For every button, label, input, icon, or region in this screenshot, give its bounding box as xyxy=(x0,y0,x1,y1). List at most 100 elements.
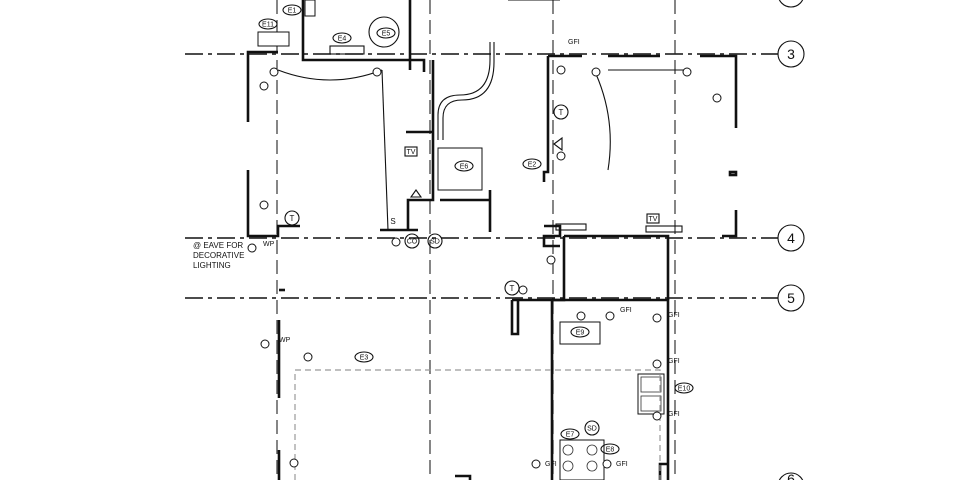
outlet-icon xyxy=(518,285,528,295)
outlet-icon xyxy=(259,81,269,91)
fridge-inner-bottom xyxy=(640,395,662,412)
grid-bubble-5-label: 5 xyxy=(787,290,795,306)
thermostat-icon xyxy=(284,210,300,226)
tv-label: TV xyxy=(407,149,416,156)
outlet-icon xyxy=(652,313,662,323)
outlet-icon xyxy=(652,359,662,369)
tag-e1 xyxy=(282,4,302,16)
walls xyxy=(246,0,738,480)
wall-west-mid xyxy=(246,170,300,238)
closet-header xyxy=(555,223,587,231)
outlet-icon xyxy=(260,339,270,349)
outlet-icon xyxy=(247,243,257,253)
wall-upper-ledge xyxy=(410,58,426,72)
grid-lines xyxy=(185,0,778,480)
gfi-label: GFI xyxy=(616,461,628,468)
fridge-inner-top xyxy=(640,376,662,393)
outlet-icon xyxy=(269,67,279,77)
wall-closet-4 xyxy=(542,224,562,248)
grid-bubble-5 xyxy=(777,284,805,312)
outlet-icon xyxy=(556,65,566,75)
door-swings xyxy=(277,0,690,231)
kitchen-sink xyxy=(559,321,601,345)
exhaust-fan-icon xyxy=(553,136,563,152)
outlet-icon xyxy=(652,411,662,421)
tag-e3-label: E3 xyxy=(360,355,369,362)
gfi-label: GFI xyxy=(668,411,680,418)
cooktop xyxy=(559,439,605,480)
tag-e7-label: E7 xyxy=(566,432,575,439)
tag-e2 xyxy=(522,158,542,170)
cabinet-top xyxy=(304,0,316,17)
wall-west-upper xyxy=(246,50,278,122)
switch-label: S xyxy=(390,217,395,226)
tag-e8 xyxy=(600,443,620,455)
outlet-icon xyxy=(289,458,299,468)
co-detector-icon xyxy=(404,233,420,249)
tv-box xyxy=(404,146,418,157)
tag-e4-label: E4 xyxy=(338,36,347,43)
outlet-icon xyxy=(682,67,692,77)
co-detector-label: CO xyxy=(407,239,418,246)
cooktop-burner-4 xyxy=(586,460,598,472)
fixture-e5-circle xyxy=(368,16,400,48)
tag-e3 xyxy=(354,351,374,363)
tv-box xyxy=(646,213,660,224)
wall-closet-room xyxy=(564,234,670,300)
grid-bubble-4-label: 4 xyxy=(787,230,795,246)
outlet-icon xyxy=(391,237,401,247)
fixture-e4-box xyxy=(329,45,365,55)
smoke-detector-icon xyxy=(427,233,443,249)
wall-east-top xyxy=(700,54,738,128)
cooktop-burner-2 xyxy=(586,444,598,456)
outlet-icon xyxy=(531,459,541,469)
thermostat-label: T xyxy=(559,108,564,117)
weatherproof-label: WP xyxy=(279,337,291,344)
outlet-icon xyxy=(556,151,566,161)
outlet-icon xyxy=(259,200,269,210)
thermostat-icon xyxy=(553,104,569,120)
door-swing-bedroom xyxy=(277,69,383,81)
tv-label: TV xyxy=(649,216,658,223)
wall-kitchen-right xyxy=(552,298,670,480)
thermostat-icon xyxy=(504,280,520,296)
grid-bubble-3-label: 3 xyxy=(787,46,795,62)
grid-bubbles: 3 4 5 6 xyxy=(777,0,805,480)
grid-bubble-6 xyxy=(778,472,804,480)
electrical-panel xyxy=(257,31,290,47)
outlet-icon xyxy=(576,311,586,321)
tag-e8-label: E8 xyxy=(606,447,615,454)
tag-e5-label: E5 xyxy=(382,31,391,38)
tag-e9 xyxy=(570,326,590,338)
weatherproof-label: WP xyxy=(263,241,275,248)
thermostat-label: T xyxy=(510,284,515,293)
wall-east-vent xyxy=(728,170,738,177)
tag-e6-label: E6 xyxy=(460,164,469,171)
tag-e10 xyxy=(674,382,694,394)
grid-bubble-6-label: 6 xyxy=(787,471,795,480)
tag-e11-label: E11 xyxy=(262,22,274,29)
wall-kitchen-left xyxy=(510,300,520,336)
outlet-icon xyxy=(602,459,612,469)
cooktop-burner-3 xyxy=(562,460,574,472)
eave-note-line-1: @ EAVE FOR xyxy=(193,241,243,250)
wall-bottom-center xyxy=(455,474,472,480)
outlet-icon xyxy=(712,93,722,103)
tag-e7 xyxy=(560,428,580,440)
grid-bubble-4 xyxy=(777,224,805,252)
smoke-detector-label: SD xyxy=(587,426,597,433)
grid-bubble-top xyxy=(778,0,804,8)
door-swing-right-room xyxy=(595,73,611,171)
gfi-label: GFI xyxy=(668,358,680,365)
eave-note-line-2: DECORATIVE xyxy=(193,251,244,260)
tag-e9-label: E9 xyxy=(576,330,585,337)
cooktop-burner-1 xyxy=(562,444,574,456)
smoke-detector-label: SD xyxy=(430,239,440,246)
shower-door-swing xyxy=(437,42,491,140)
smoke-detector-icon xyxy=(584,420,600,436)
receptacles xyxy=(247,65,722,469)
shower-door-swing-2 xyxy=(442,42,495,140)
outlet-icon xyxy=(605,311,615,321)
tag-e2-label: E2 xyxy=(528,162,537,169)
tag-e11 xyxy=(258,18,278,30)
